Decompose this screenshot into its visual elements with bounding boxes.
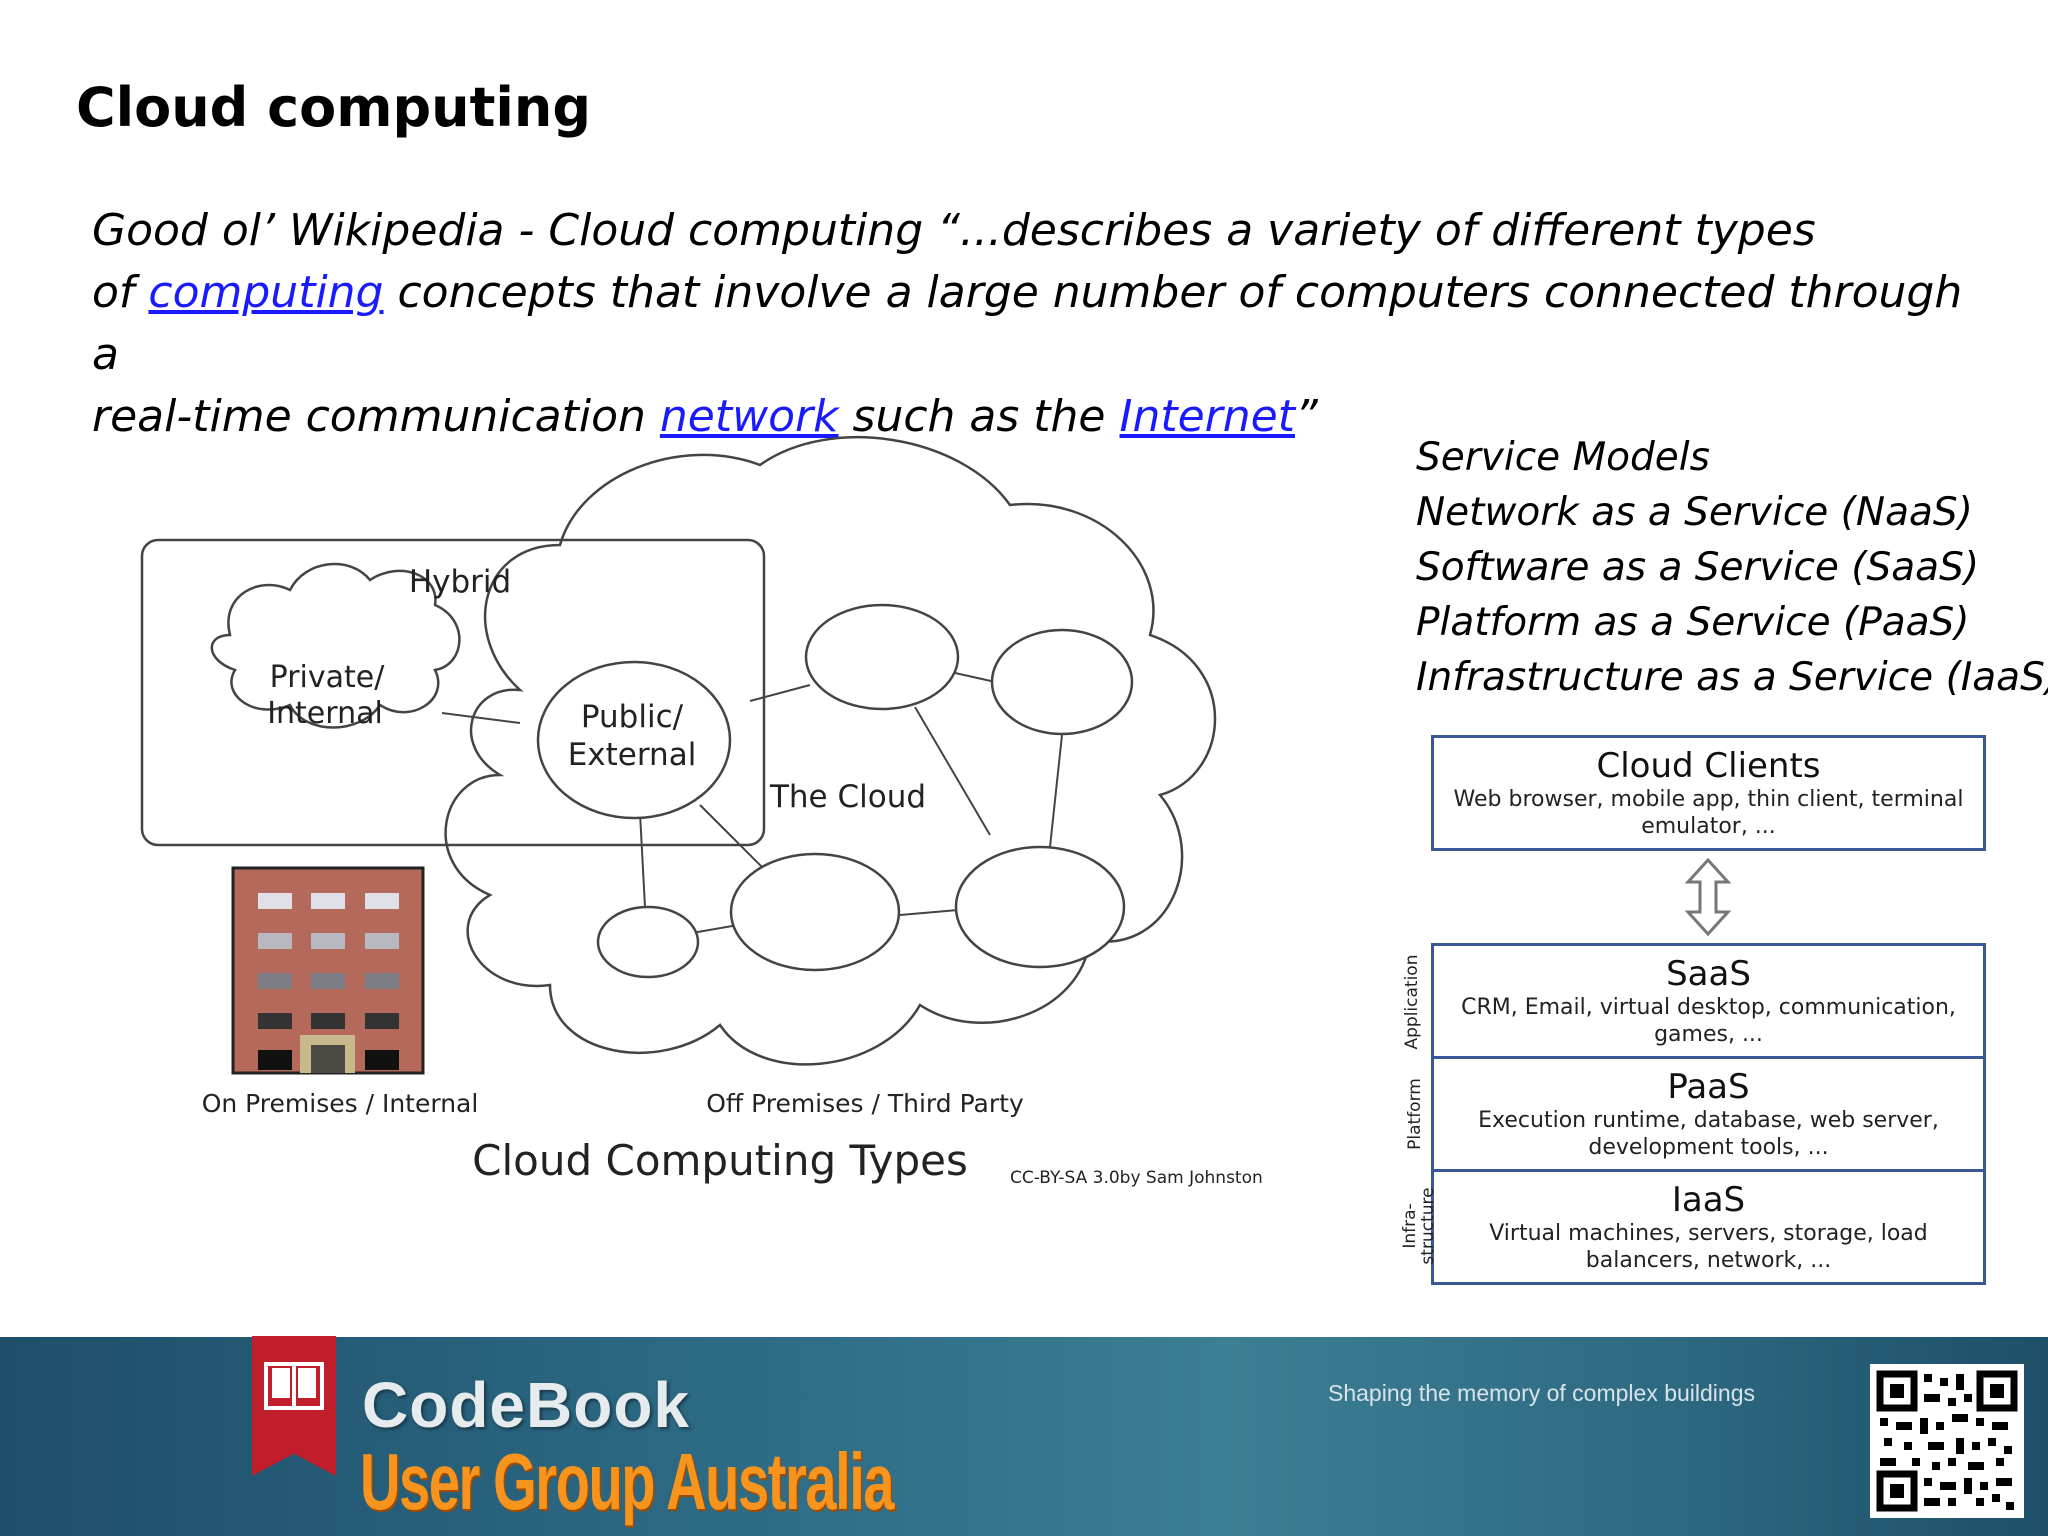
quote-line-1: Good ol’ Wikipedia - Cloud computing “..…: [92, 205, 1816, 256]
cloud-clients-title: Cloud Clients: [1596, 746, 1821, 786]
cloud-node: [596, 905, 700, 979]
cloud-node: [729, 852, 901, 972]
platform-side-label: Platform: [1405, 1078, 1425, 1150]
service-models-heading: Service Models: [1416, 435, 1710, 480]
hybrid-box: [140, 538, 766, 847]
hybrid-label: Hybrid: [409, 564, 511, 600]
saas-title: SaaS: [1666, 954, 1751, 994]
public-label-line2: External: [568, 737, 697, 773]
saas-desc: CRM, Email, virtual desktop, communicati…: [1461, 995, 1956, 1047]
quote-text: ”: [1294, 391, 1318, 442]
computing-link[interactable]: computing: [148, 267, 384, 318]
quote-text: real-time communication: [92, 391, 660, 442]
the-cloud-label: The Cloud: [769, 779, 926, 815]
private-label-line1: Private/: [270, 660, 386, 695]
footer-banner: [0, 1337, 2048, 1536]
cloud-node: [804, 603, 960, 711]
slide-title: Cloud computing: [76, 76, 592, 139]
qr-code[interactable]: [1870, 1364, 2024, 1518]
service-models-list: Service Models Network as a Service (Naa…: [1416, 430, 2048, 705]
infrastructure-side-label: Infra- structure: [1400, 1176, 1438, 1276]
service-model-paas: Platform as a Service (PaaS): [1416, 600, 1970, 645]
qr-code-icon: [1876, 1370, 2018, 1512]
cloud-clients-desc: Web browser, mobile app, thin client, te…: [1453, 787, 1964, 839]
cloud-node: [954, 845, 1126, 969]
paas-box: PaaS Execution runtime, database, web se…: [1431, 1056, 1986, 1172]
diagram-title: Cloud Computing Types: [472, 1136, 968, 1185]
iaas-box: IaaS Virtual machines, servers, storage,…: [1431, 1169, 1986, 1285]
paas-desc: Execution runtime, database, web server,…: [1478, 1108, 1939, 1160]
on-premises-label: On Premises / Internal: [202, 1089, 479, 1118]
open-book-icon: [264, 1362, 324, 1410]
internet-link[interactable]: Internet: [1119, 391, 1295, 442]
paas-title: PaaS: [1667, 1067, 1750, 1107]
footer-tagline: Shaping the memory of complex buildings: [1328, 1380, 1756, 1406]
license-credit: CC-BY-SA 3.0by Sam Johnston: [1010, 1168, 1263, 1188]
infrastructure-side-label-line1: Infra-: [1400, 1203, 1420, 1249]
private-cloud-shape: [210, 562, 461, 729]
iaas-title: IaaS: [1671, 1180, 1746, 1220]
bookmark-icon: [252, 1336, 336, 1476]
cloud-clients-box: Cloud Clients Web browser, mobile app, t…: [1431, 735, 1986, 851]
application-side-label: Application: [1402, 954, 1422, 1050]
office-building-icon: [231, 866, 425, 1075]
codebook-logo-text: CodeBook: [362, 1369, 690, 1441]
public-cloud-node: [536, 660, 732, 820]
infrastructure-side-label-line2: structure: [1418, 1187, 1438, 1265]
service-model-naas: Network as a Service (NaaS): [1416, 490, 1973, 535]
service-model-saas: Software as a Service (SaaS): [1416, 545, 1980, 590]
user-group-australia-text: User Group Australia: [360, 1437, 895, 1526]
cloud-stack-diagram: Cloud Clients Web browser, mobile app, t…: [1385, 725, 2000, 1295]
cloud-computing-types-diagram: Hybrid Private/ Internal Public/ Externa…: [140, 435, 1263, 1188]
quote-line-2: of computing concepts that involve a lar…: [92, 262, 1992, 386]
iaas-desc: Virtual machines, servers, storage, load…: [1489, 1221, 1928, 1273]
cloud-node: [990, 628, 1134, 736]
public-label-line1: Public/: [581, 699, 684, 735]
quote-text: of: [92, 267, 149, 318]
saas-box: SaaS CRM, Email, virtual desktop, commun…: [1431, 943, 1986, 1059]
double-arrow-icon: [1684, 857, 1732, 937]
network-link[interactable]: network: [659, 391, 839, 442]
private-label-line2: Internal: [267, 696, 383, 731]
off-premises-label: Off Premises / Third Party: [706, 1089, 1024, 1118]
service-model-iaas: Infrastructure as a Service (IaaS): [1416, 655, 2048, 700]
quote-text: concepts that involve a large number of …: [92, 267, 1963, 380]
quote-text: such as the: [838, 391, 1120, 442]
wikipedia-quote: Good ol’ Wikipedia - Cloud computing “..…: [92, 200, 1992, 448]
quote-line-3: real-time communication network such as …: [92, 386, 1992, 448]
